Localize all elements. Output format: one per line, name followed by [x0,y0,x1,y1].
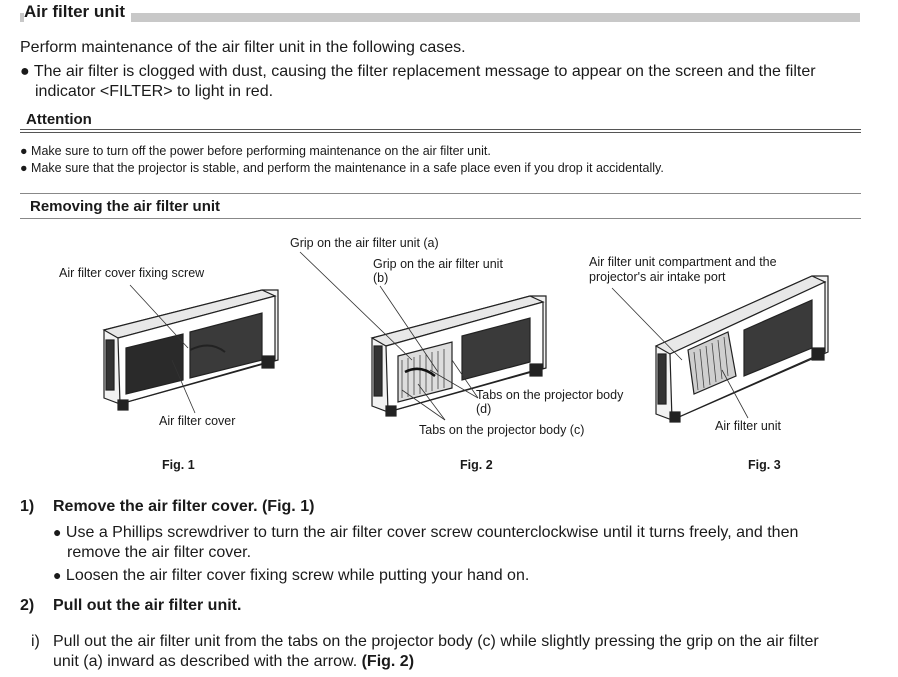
case-bullet: ● The air filter is clogged with dust, c… [20,61,880,82]
bullet-icon: ● [20,63,30,80]
removing-rule-top [20,193,861,194]
step2-number: 2) [20,597,35,614]
case-line-2: indicator <FILTER> to light in red. [35,83,274,100]
step1-title: Remove the air filter cover. (Fig. 1) [53,498,315,515]
step1-number: 1) [20,498,35,515]
bullet-icon: ● [53,524,62,540]
fig1-caption: Fig. 1 [162,458,195,472]
label-air-filter-unit: Air filter unit [715,419,781,433]
attention-item-text: Make sure to turn off the power before p… [31,144,491,158]
fig3-projector-drawing [654,275,829,423]
label-tabs-d-letter: (d) [476,402,492,416]
fig2-projector-drawing [370,295,547,417]
attention-rule-top [20,129,861,130]
section-header-bar [20,13,860,22]
attention-item: ● Make sure that the projector is stable… [20,160,664,177]
removing-rule-bottom [20,218,861,219]
attention-rule-bottom [20,132,861,133]
label-tabs-c: Tabs on the projector body (c) [419,423,585,437]
label-air-filter-cover: Air filter cover [159,414,236,428]
removing-title: Removing the air filter unit [30,198,221,215]
bullet-icon: ● [20,144,28,158]
step2i-line2-text: unit (a) inward as described with the ar… [53,653,358,670]
step1-bullet-2: ● Loosen the air filter cover fixing scr… [53,565,529,586]
attention-item-text: Make sure that the projector is stable, … [31,161,664,175]
step1-bullet-1-line1: Use a Phillips screwdriver to turn the a… [65,524,799,541]
label-grip-b: Grip on the air filter unit [373,257,503,271]
intro-text: Perform maintenance of the air filter un… [20,39,466,56]
label-tabs-d: Tabs on the projector body [476,388,624,402]
bullet-icon: ● [20,161,28,175]
step1-bullet-1: ● Use a Phillips screwdriver to turn the… [53,522,798,543]
step2i-line1: Pull out the air filter unit from the ta… [53,633,819,650]
label-intake-port: projector's air intake port [589,270,726,284]
section-title: Air filter unit [24,2,132,22]
fig1-projector-drawing [102,289,279,411]
step2i-number: i) [31,633,40,650]
step1-bullet-2-text: Loosen the air filter cover fixing screw… [65,567,530,584]
label-grip-a: Grip on the air filter unit (a) [290,236,439,250]
step2i-fig-ref: (Fig. 2) [361,653,415,670]
step2i-line2: unit (a) inward as described with the ar… [53,651,414,672]
case-line-1: The air filter is clogged with dust, cau… [33,63,816,80]
step1-bullet-1-line2: remove the air filter cover. [67,544,252,561]
attention-item: ● Make sure to turn off the power before… [20,143,491,160]
bullet-icon: ● [53,567,62,583]
fig2-caption: Fig. 2 [460,458,493,472]
label-compartment: Air filter unit compartment and the [589,255,777,269]
label-cover-fixing-screw: Air filter cover fixing screw [59,266,205,280]
label-grip-b-letter: (b) [373,271,389,285]
step2-title: Pull out the air filter unit. [53,597,242,614]
fig3-caption: Fig. 3 [748,458,781,472]
attention-title: Attention [26,111,92,128]
